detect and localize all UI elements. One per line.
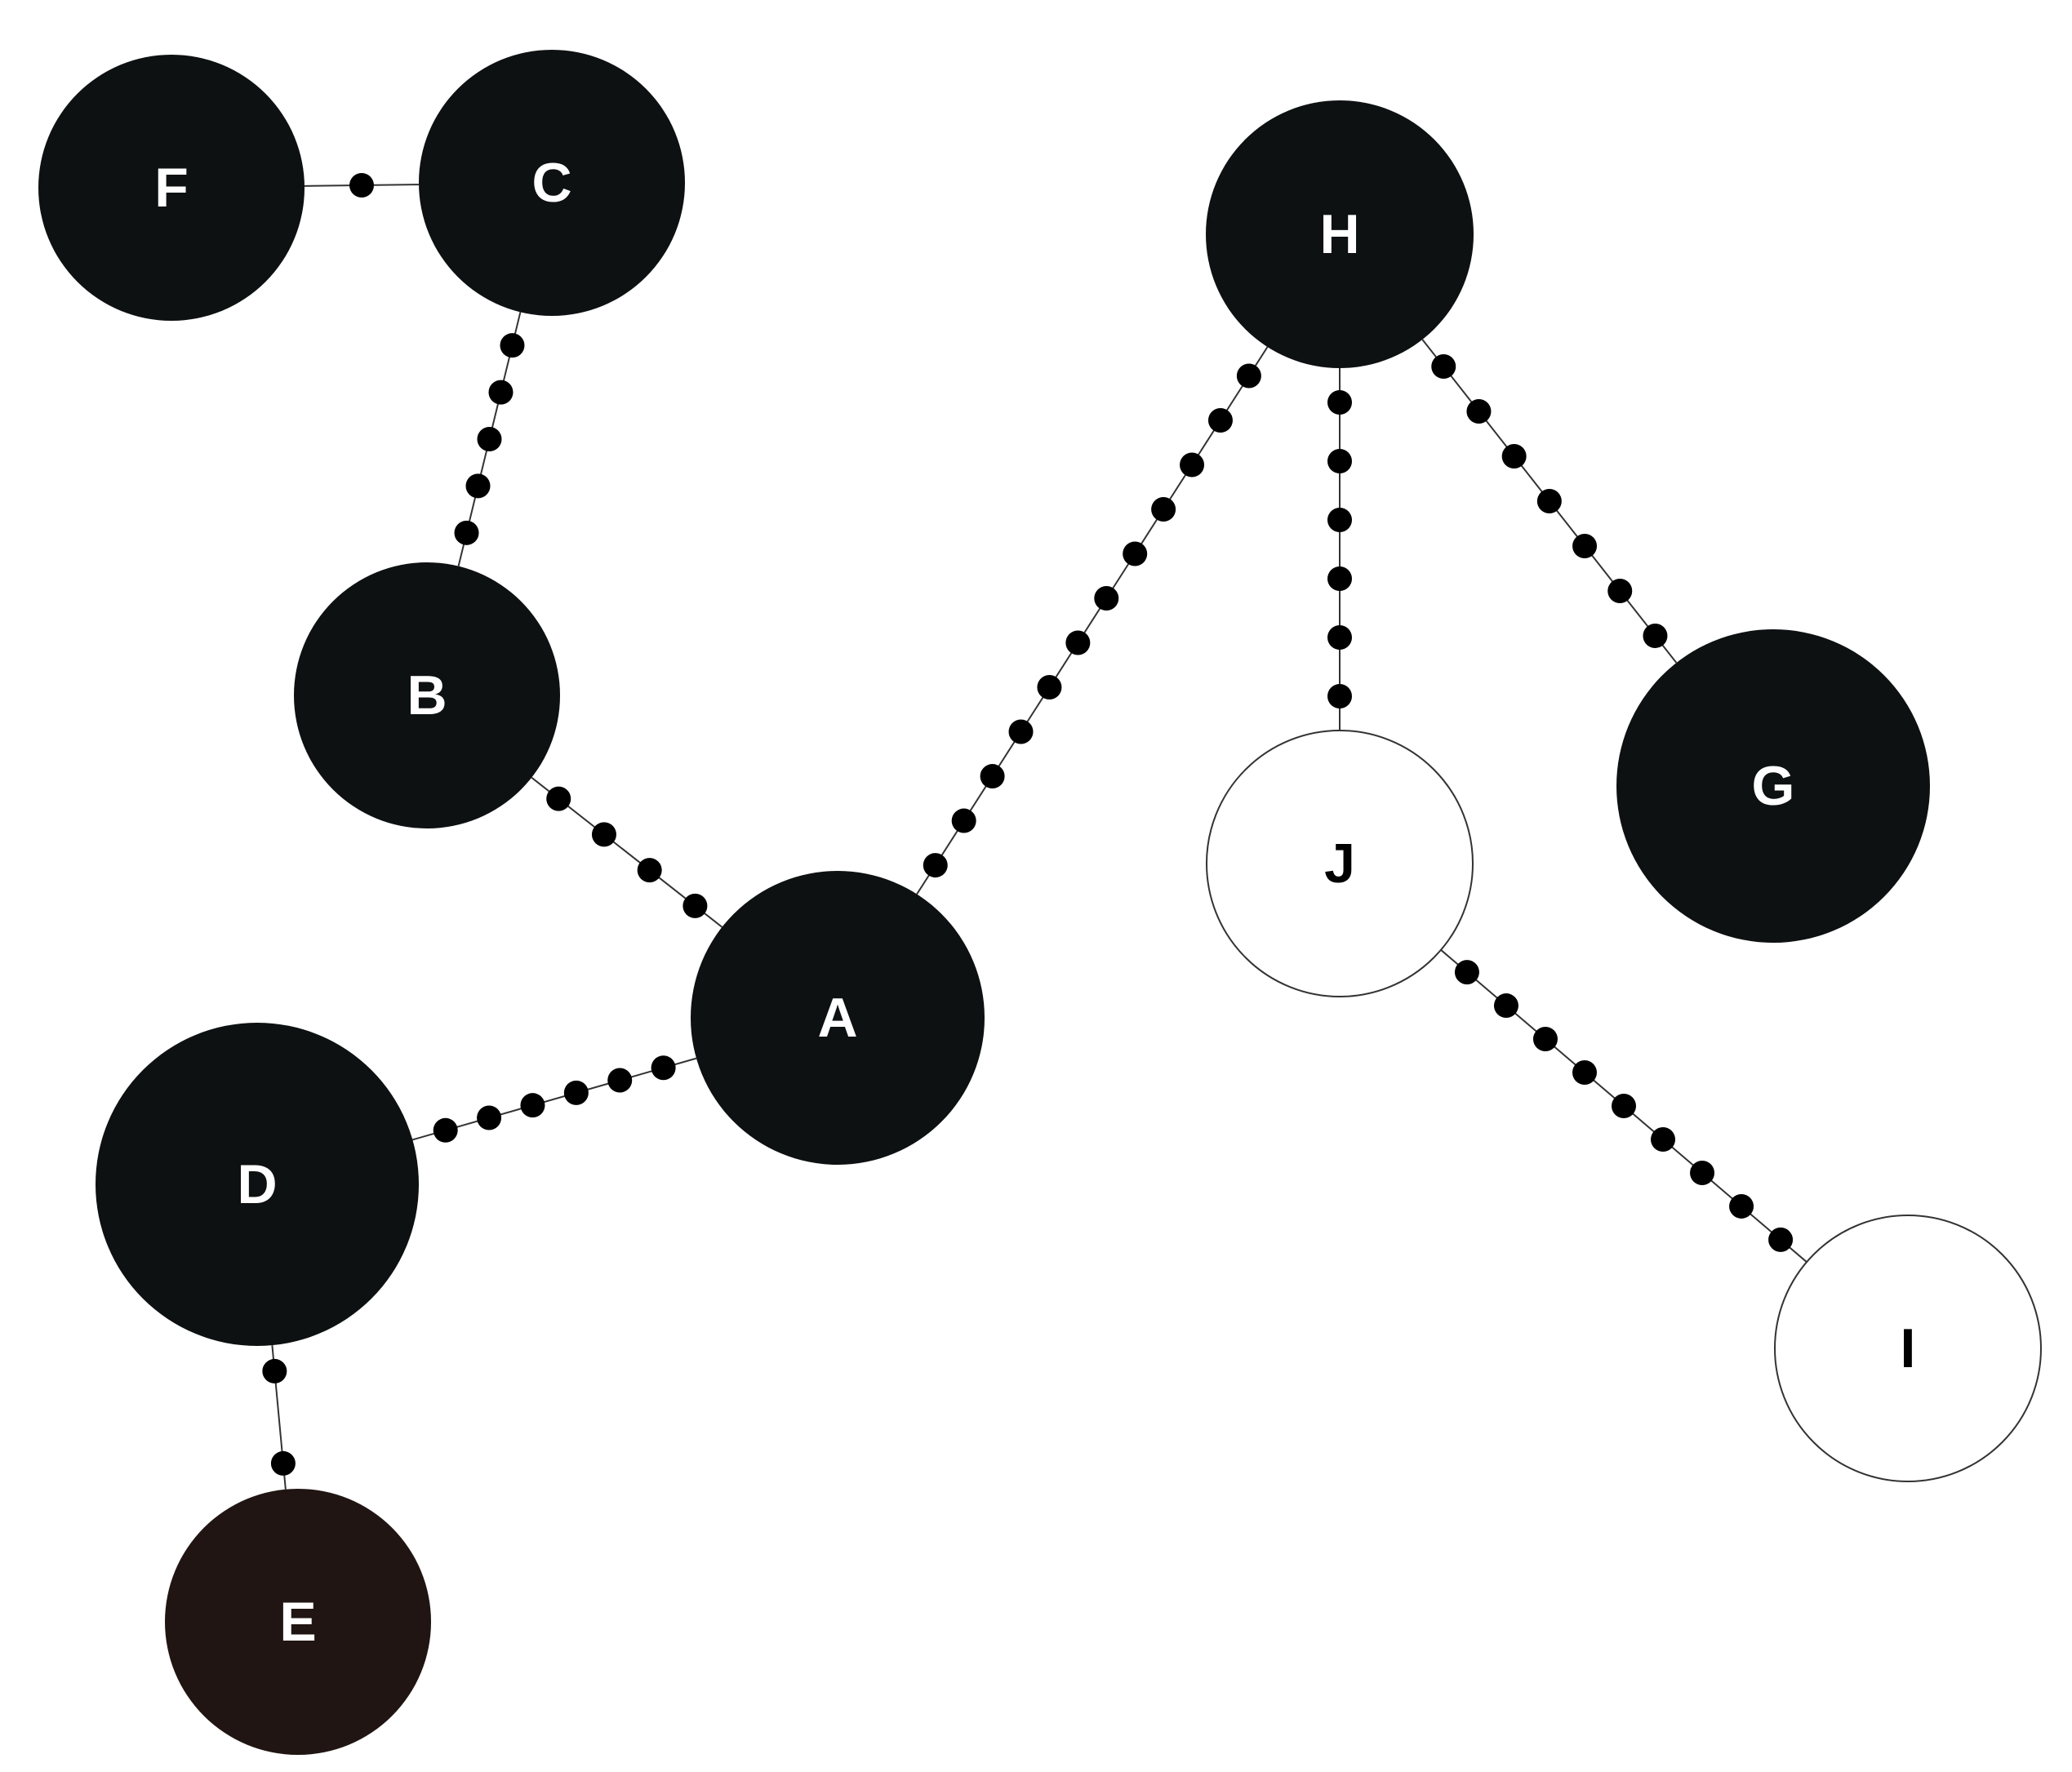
edge-dot (1236, 363, 1261, 389)
edge-dot (1651, 1126, 1676, 1152)
edge-dot (1327, 566, 1352, 591)
edge-dot (1327, 390, 1352, 415)
node-h: H (1206, 100, 1474, 368)
node-label: I (1901, 1317, 1916, 1379)
edge-dot (262, 1358, 287, 1383)
edge-dot (1493, 993, 1518, 1019)
edge-j-i (1440, 949, 1807, 1263)
edge-dot (1607, 578, 1633, 603)
edge-dot (270, 1450, 296, 1476)
edges-layer (262, 173, 1807, 1490)
nodes-layer: F C H B J G A D I E (38, 50, 2042, 1755)
edge-dot (923, 853, 948, 878)
edge-dot (1536, 488, 1562, 513)
edge-line (412, 1057, 697, 1141)
edge-dot (980, 764, 1005, 789)
node-circle (38, 55, 305, 321)
edge-line (916, 346, 1269, 895)
edge-dot (1094, 586, 1119, 611)
node-label: D (237, 1153, 277, 1215)
node-circle (294, 562, 560, 828)
edge-dot (465, 473, 491, 499)
edge-h-g (1421, 339, 1678, 664)
edge-dot (546, 786, 571, 811)
node-j: J (1206, 730, 1474, 997)
edge-dot (477, 427, 502, 451)
edge-dot (454, 520, 479, 545)
node-f: F (38, 55, 305, 321)
edge-dot (349, 173, 374, 198)
edge-d-e (262, 1345, 296, 1490)
edge-dot (1327, 449, 1352, 473)
node-g: G (1616, 629, 1930, 943)
edge-dot (1454, 960, 1479, 985)
edge-dot (651, 1055, 676, 1081)
edge-c-b (454, 312, 525, 566)
node-circle (165, 1489, 431, 1755)
node-label: A (817, 987, 857, 1049)
edge-dot (488, 380, 514, 405)
node-label: B (407, 664, 447, 726)
edge-dot (637, 858, 662, 883)
edge-dot (1327, 625, 1352, 650)
node-b: B (294, 562, 560, 828)
node-label: G (1752, 755, 1795, 817)
edge-a-d (412, 1055, 697, 1143)
node-d: D (96, 1023, 419, 1346)
edge-b-a (531, 776, 723, 928)
edge-dot (1008, 719, 1034, 744)
edge-dot (563, 1080, 589, 1105)
edge-dot (951, 808, 976, 833)
node-label: J (1324, 833, 1355, 895)
edge-dot (1768, 1227, 1794, 1252)
edge-dot (1123, 541, 1148, 566)
edge-h-j (1327, 368, 1352, 731)
edge-dot (477, 1105, 502, 1130)
node-e: E (165, 1489, 431, 1755)
edge-dot (1327, 684, 1352, 708)
edge-dot (1690, 1160, 1715, 1185)
edge-dot (1151, 496, 1176, 522)
node-circle (96, 1023, 419, 1346)
edge-dot (1065, 630, 1091, 655)
node-circle (1206, 100, 1474, 368)
edge-dot (1327, 508, 1352, 532)
edge-dot (520, 1093, 545, 1118)
node-circle (419, 50, 685, 316)
node-i: I (1774, 1215, 2042, 1482)
node-c: C (419, 50, 685, 316)
edge-dot (1431, 353, 1456, 379)
edge-f-c (304, 173, 420, 198)
edge-dot (1466, 398, 1492, 424)
node-circle (1616, 629, 1930, 943)
edge-dot (1501, 443, 1527, 469)
edge-dot (1207, 407, 1233, 433)
edge-dot (1180, 452, 1205, 477)
node-label: C (531, 152, 571, 214)
node-label: F (154, 157, 189, 219)
edge-dot (683, 893, 708, 918)
edge-dot (1572, 533, 1598, 558)
edge-dot (500, 333, 525, 358)
node-circle (1206, 730, 1474, 997)
edge-dot (1612, 1094, 1636, 1118)
edge-a-h (916, 346, 1269, 895)
edge-dot (433, 1117, 458, 1143)
node-a: A (691, 871, 985, 1165)
edge-dot (591, 822, 616, 847)
edge-dot (607, 1068, 633, 1093)
node-circle (691, 871, 985, 1165)
edge-dot (1037, 675, 1062, 700)
node-circle (1774, 1215, 2042, 1482)
node-label: E (279, 1591, 316, 1653)
edge-dot (1532, 1027, 1558, 1052)
node-label: H (1319, 203, 1359, 265)
edge-dot (1572, 1060, 1597, 1086)
edge-dot (1729, 1193, 1754, 1219)
edge-dot (1643, 623, 1668, 648)
